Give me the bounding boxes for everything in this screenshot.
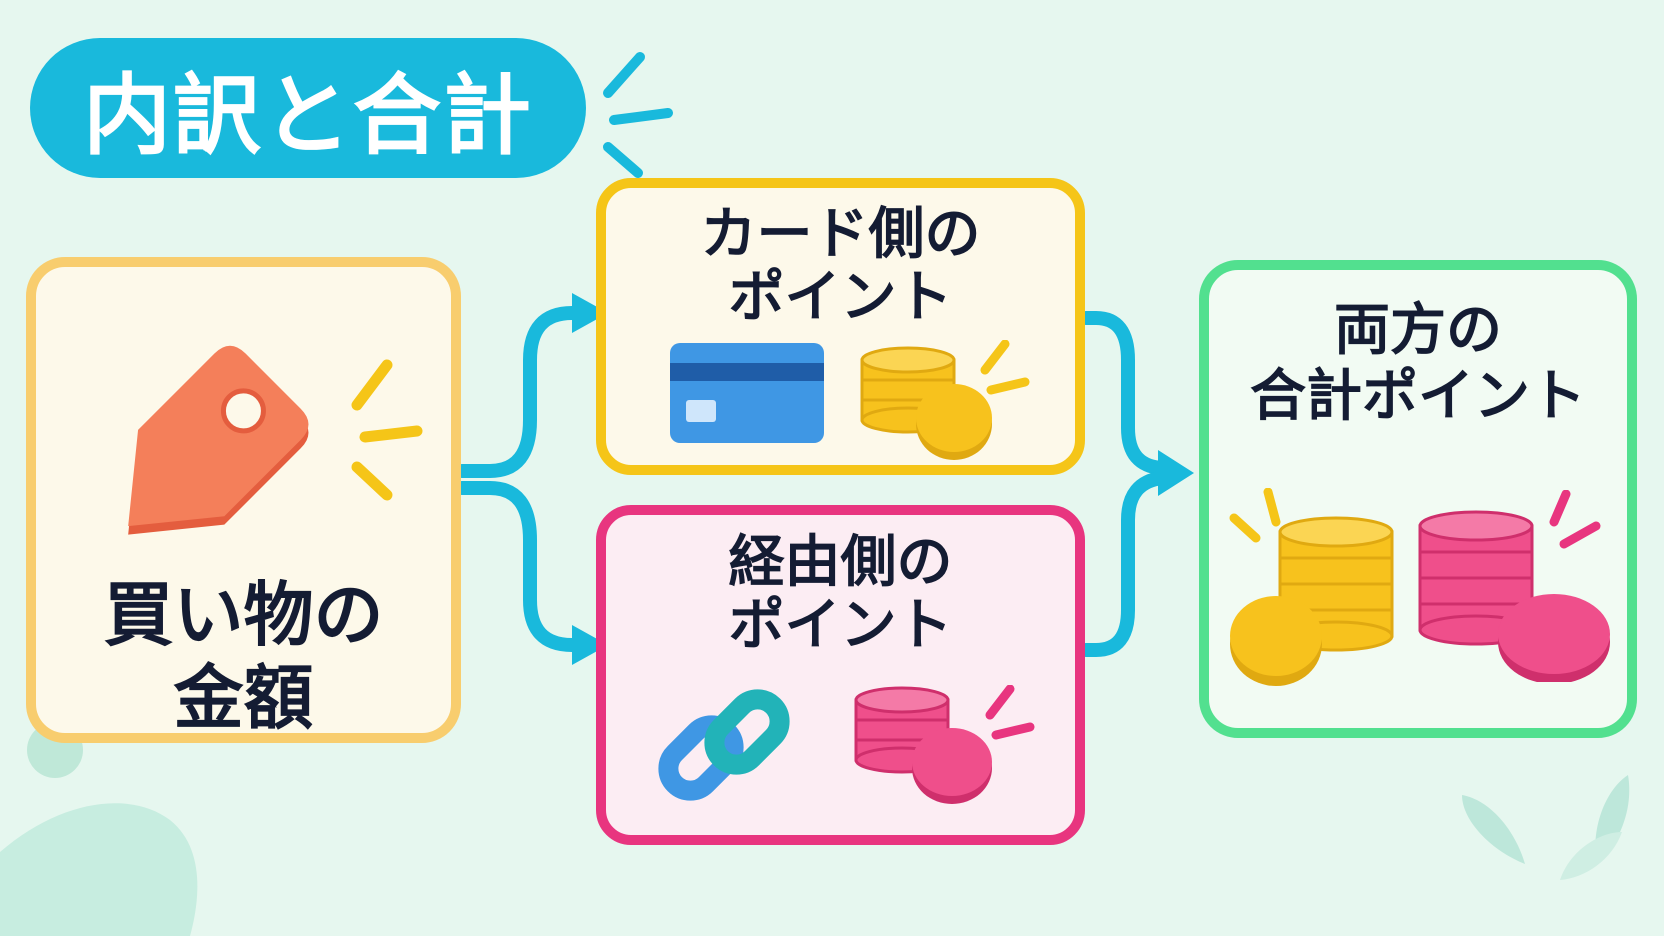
node-purchase-line2: 金額	[173, 656, 314, 739]
node-route-line2: ポイント	[728, 592, 953, 658]
node-total-line1: 両方の	[1334, 298, 1502, 363]
node-route-line1: 経由側の	[728, 530, 953, 595]
gold-coin-stack-icon	[1230, 516, 1394, 686]
edge-route-to-total	[1079, 471, 1169, 657]
pink-coin-stack-icon	[1418, 510, 1610, 682]
decor-leaf	[1462, 795, 1525, 864]
node-card-line2: ポイント	[728, 264, 953, 330]
decor-leaf	[1560, 832, 1622, 880]
sparkle-icon	[1229, 488, 1281, 543]
sparkle-icon	[1549, 490, 1601, 549]
arrowhead-route	[572, 625, 608, 665]
node-card-line1: カード側の	[700, 202, 981, 267]
edge-card-to-total	[1079, 311, 1169, 475]
edge-purchase-to-card	[455, 306, 585, 478]
node-total-label: 両方の 合計ポイント	[1214, 298, 1622, 430]
node-total-line2: 合計ポイント	[1250, 364, 1586, 430]
decor-blob	[0, 803, 198, 936]
node-route-label: 経由側の ポイント	[611, 530, 1070, 658]
arrowhead-total	[1158, 450, 1194, 496]
node-purchase-line1: 買い物の	[103, 574, 384, 656]
sparkle-icon	[351, 359, 423, 501]
node-card-label: カード側の ポイント	[611, 202, 1070, 330]
node-purchase-label: 買い物の 金額	[46, 574, 441, 739]
pink-coin-stack-icon	[854, 686, 992, 804]
title-sparkle-icon	[603, 52, 673, 178]
price-tag-icon	[128, 345, 309, 535]
sparkle-icon	[980, 340, 1030, 395]
chain-link-icon	[658, 689, 790, 801]
title-badge: 内訳と合計	[30, 38, 586, 178]
page-title: 内訳と合計	[82, 63, 533, 167]
edge-purchase-to-route	[455, 481, 585, 652]
sparkle-icon	[985, 685, 1035, 740]
credit-card-icon	[670, 343, 824, 443]
gold-coin-stack-icon	[860, 346, 992, 460]
arrowhead-card	[572, 293, 608, 333]
